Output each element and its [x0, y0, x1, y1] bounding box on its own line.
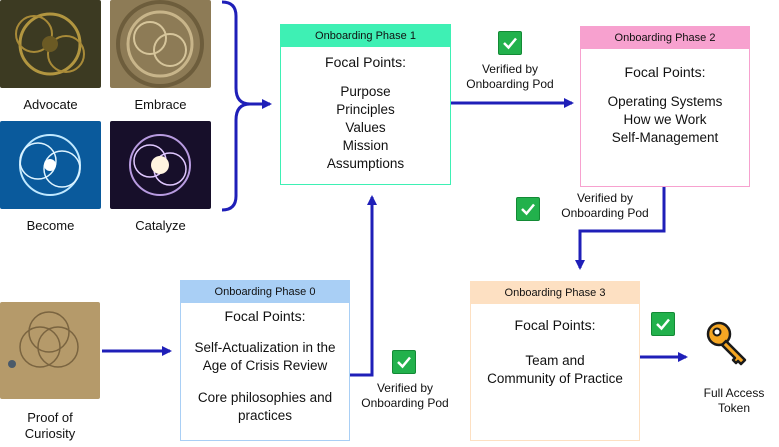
- phase1-item: Values: [345, 120, 386, 135]
- embrace-image: [110, 0, 211, 88]
- embrace-label: Embrace: [134, 97, 187, 112]
- checkmark-icon: [651, 312, 675, 336]
- key-icon: [703, 318, 753, 368]
- phase0-item2-line1: Core philosophies and: [197, 390, 333, 405]
- proof-of-curiosity-label: Proof of Curiosity: [24, 410, 76, 441]
- advocate-image: [0, 0, 101, 88]
- phase3-focal-label: Focal Points:: [514, 317, 596, 333]
- phase2-header: Onboarding Phase 2: [581, 27, 749, 49]
- phase2-item: Self-Management: [611, 130, 719, 145]
- phase3-line1: Team and: [525, 353, 585, 368]
- phase1-item: Mission: [342, 138, 389, 153]
- phase0-item2-line2: practices: [237, 408, 293, 423]
- arrow-phase0-to-phase1: [350, 195, 377, 377]
- phase2-item: How we Work: [623, 112, 707, 127]
- phase2-focal-label: Focal Points:: [624, 64, 706, 80]
- checkmark-icon: [498, 31, 522, 55]
- become-image: [0, 121, 101, 209]
- phase1-item: Principles: [336, 102, 395, 117]
- phase2-item: Operating Systems: [607, 94, 723, 109]
- catalyze-label: Catalyze: [135, 218, 186, 233]
- phase0-box: Onboarding Phase 0 Focal Points: Self-Ac…: [180, 280, 350, 441]
- phase3-line2: Community of Practice: [487, 371, 623, 386]
- phase3-box: Onboarding Phase 3 Focal Points: Team an…: [470, 281, 640, 441]
- phase0-item1-line1: Self-Actualization in the: [194, 340, 336, 355]
- phase1-item: Purpose: [340, 84, 391, 99]
- phase0-item1-line2: Age of Crisis Review: [202, 358, 328, 373]
- phase0-header: Onboarding Phase 0: [181, 281, 349, 303]
- advocate-label: Advocate: [23, 97, 78, 112]
- checkmark-icon: [392, 350, 416, 374]
- phase1-header: Onboarding Phase 1: [281, 25, 450, 47]
- phase1-box: Onboarding Phase 1 Focal Points: Purpose…: [280, 24, 451, 185]
- phase1-item: Assumptions: [326, 156, 405, 171]
- become-label: Become: [26, 218, 75, 233]
- catalyze-image: [110, 121, 211, 209]
- phase0-focal-label: Focal Points:: [224, 308, 306, 324]
- phase3-header: Onboarding Phase 3: [471, 282, 639, 304]
- proof-of-curiosity-image: [0, 302, 100, 399]
- phase2-box: Onboarding Phase 2 Focal Points: Operati…: [580, 26, 750, 187]
- phase1-focal-label: Focal Points:: [325, 54, 406, 70]
- grouping-brace: [221, 0, 251, 212]
- checkmark-icon: [516, 197, 540, 221]
